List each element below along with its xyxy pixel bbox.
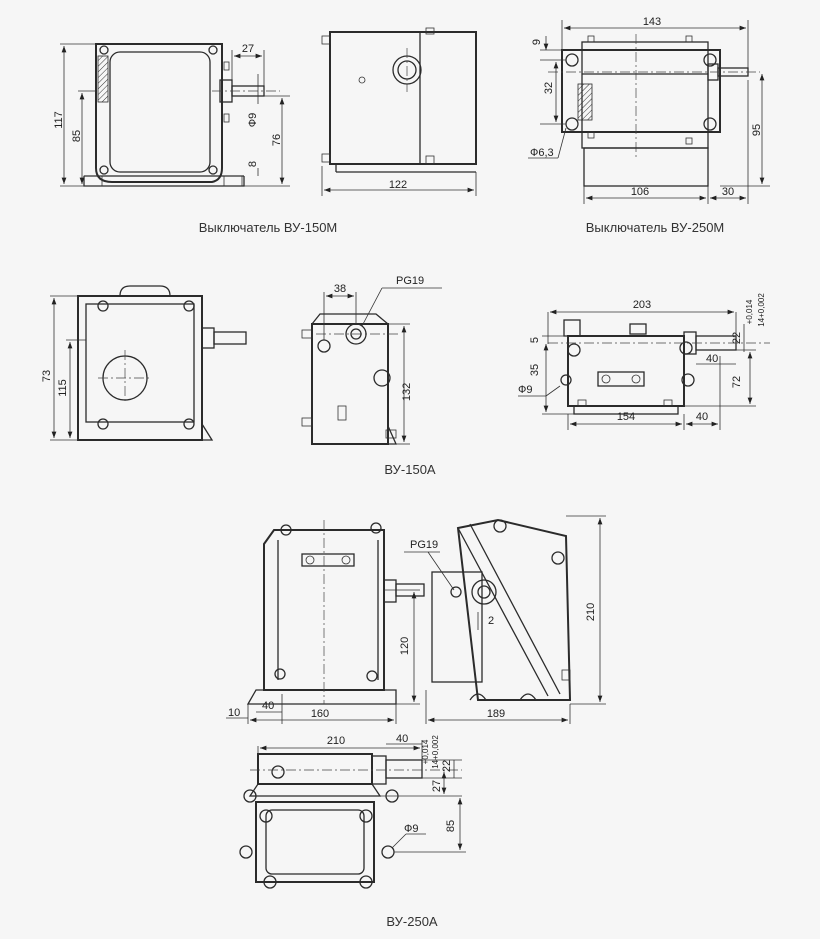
- vu250a-dim-2: 2: [488, 615, 494, 627]
- vu250m-dim-106: 106: [631, 186, 649, 198]
- vu150a-caption: ВУ-150А: [384, 462, 436, 477]
- vu150a-tol2: 14+0,002: [757, 293, 766, 327]
- vu150a-pg19: PG19: [396, 275, 424, 287]
- vu250a-dim-120: 120: [399, 637, 411, 655]
- vu150a-dim-72: 72: [731, 376, 743, 388]
- vu150a-dim-40b: 40: [696, 411, 708, 423]
- vu250a-drawing: 120 10 40 160 PG19 2 210 189: [226, 515, 606, 929]
- vu250a-tol2: 14+0,002: [431, 735, 440, 769]
- vu150a-dim-22: 22: [731, 332, 743, 344]
- vu250a-dim-f9: Ф9: [404, 823, 418, 835]
- vu150m-drawing: 117 85 27 Ф9 76 8 122 Выключатель ВУ-150…: [53, 27, 477, 235]
- vu150a-dim-35: 35: [529, 364, 541, 376]
- vu250a-dim-85: 85: [445, 820, 457, 832]
- vu250a-dim-210v: 210: [585, 603, 597, 621]
- vu150m-dim-f9: Ф9: [247, 113, 259, 127]
- vu150a-dim-203: 203: [633, 299, 651, 311]
- vu250m-caption: Выключатель ВУ-250М: [586, 220, 725, 235]
- vu250a-dim-210h: 210: [327, 735, 345, 747]
- vu150m-caption: Выключатель ВУ-150М: [199, 220, 338, 235]
- vu250m-dim-143: 143: [643, 16, 661, 28]
- vu150m-dim-85: 85: [71, 130, 83, 142]
- vu250a-dim-22: 22: [441, 760, 453, 772]
- vu150m-dim-122: 122: [389, 179, 407, 191]
- vu150a-dim-40a: 40: [706, 353, 718, 365]
- vu250a-dim-189: 189: [487, 708, 505, 720]
- vu250a-dim-160: 160: [311, 708, 329, 720]
- vu150m-dim-117: 117: [53, 111, 65, 129]
- vu150a-dim-132: 132: [401, 383, 413, 401]
- vu250a-pg19: PG19: [410, 539, 438, 551]
- vu250m-dim-32: 32: [543, 82, 555, 94]
- vu250m-dim-f63: Ф6,3: [530, 147, 554, 159]
- vu250a-dim-40b: 40: [396, 733, 408, 745]
- vu250a-dim-27: 27: [431, 780, 443, 792]
- vu150a-dim-73: 73: [41, 370, 53, 382]
- vu150a-tol1: +0,014: [745, 299, 754, 324]
- vu250a-tol1: +0,014: [421, 739, 430, 764]
- vu150m-dim-27: 27: [242, 43, 254, 55]
- vu250a-dim-40: 40: [262, 700, 274, 712]
- vu150a-dim-38: 38: [334, 283, 346, 295]
- vu250m-dim-30: 30: [722, 186, 734, 198]
- vu250a-caption: ВУ-250А: [386, 914, 438, 929]
- vu250m-drawing: 143 9 32 95 106 30 Ф6,3 Выключатель ВУ-2…: [528, 16, 770, 235]
- vu150m-dim-8: 8: [247, 161, 259, 167]
- vu250m-dim-95: 95: [751, 124, 763, 136]
- vu150a-dim-115: 115: [57, 379, 69, 397]
- vu150m-dim-76: 76: [271, 134, 283, 146]
- vu150a-drawing: 73 115 38 PG19 132: [41, 275, 770, 477]
- vu150a-dim-f9: Ф9: [518, 384, 532, 396]
- vu250a-dim-10: 10: [228, 707, 240, 719]
- vu150a-dim-5: 5: [529, 337, 541, 343]
- vu150a-dim-154: 154: [617, 411, 635, 423]
- vu250m-dim-9: 9: [531, 39, 543, 45]
